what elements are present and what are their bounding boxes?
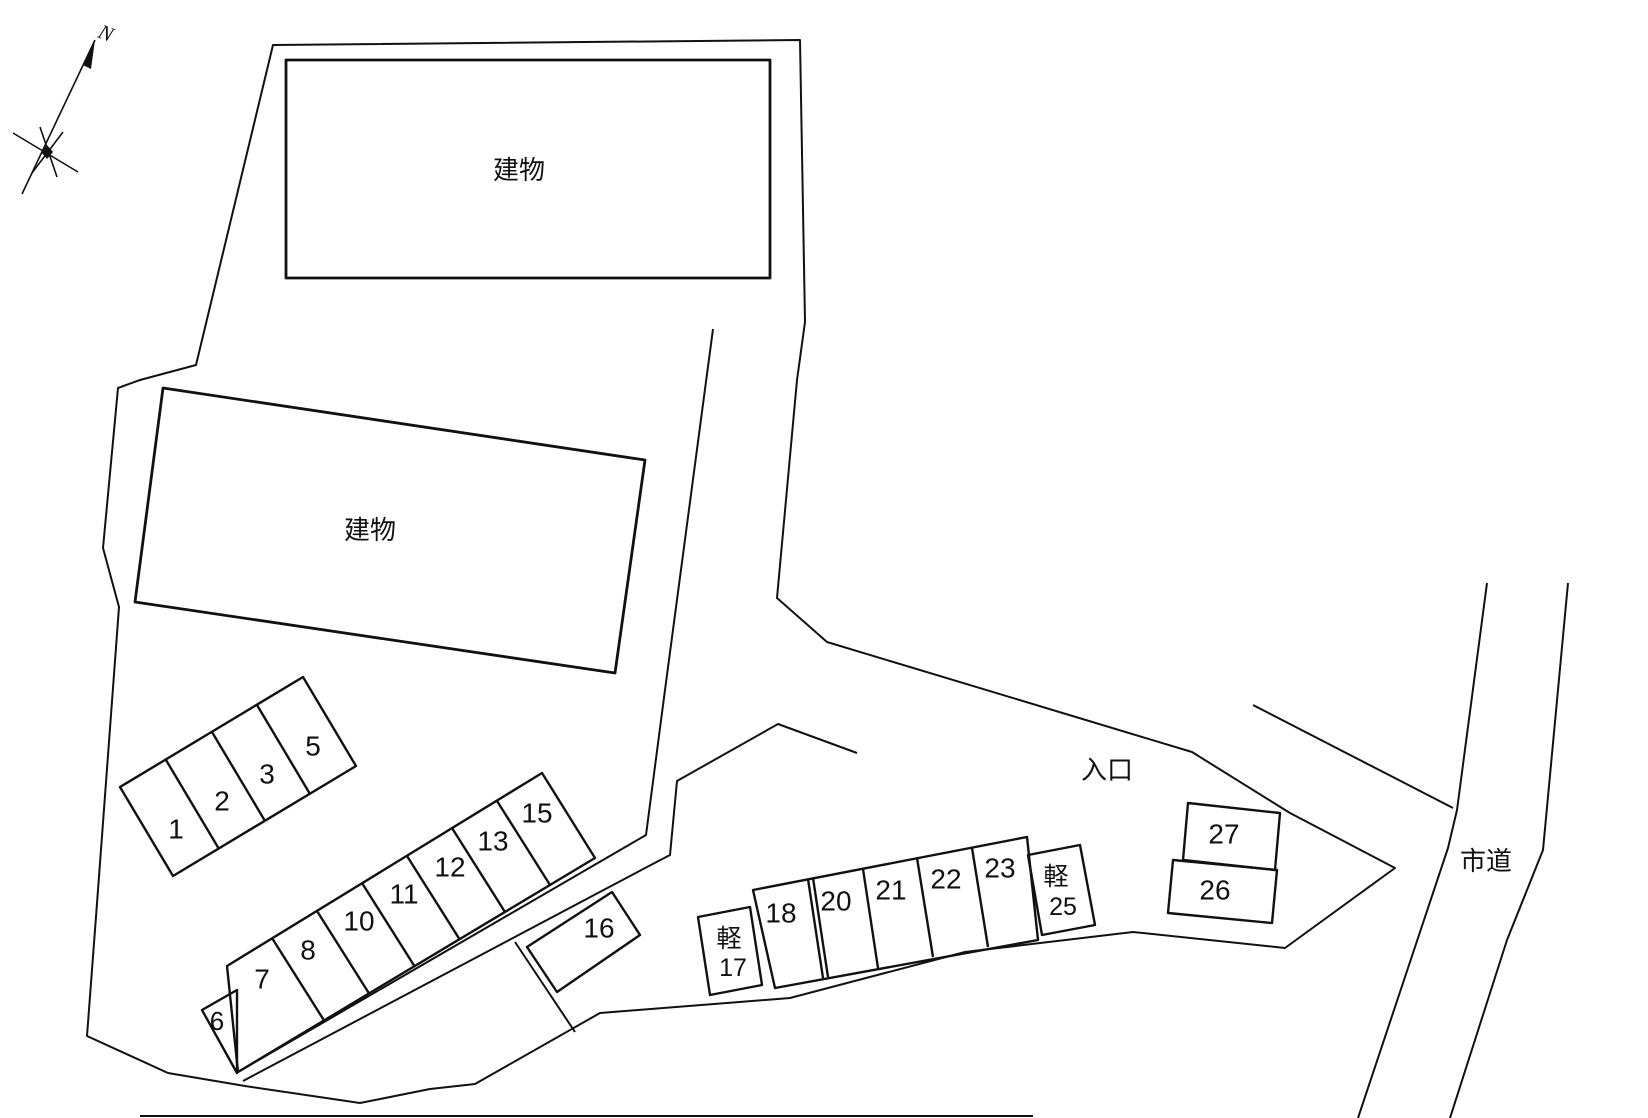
space16-side-line	[514, 941, 576, 1033]
parking-block-1-5-outline	[118, 675, 358, 878]
space-label-20: 20	[820, 886, 851, 917]
parking-row-7-15: 7 8 10 11 12 13 15	[225, 771, 597, 1074]
entrance-north-line	[1252, 704, 1454, 809]
space-label-3: 3	[259, 759, 275, 790]
parking-space-6: 6	[200, 988, 239, 1075]
building-2-outline	[133, 386, 647, 675]
entrance-label: 入口	[1081, 755, 1133, 785]
stall-divider	[861, 868, 880, 969]
stall-divider	[210, 731, 267, 822]
stall-divider	[450, 827, 507, 913]
building-1: 建物	[284, 58, 772, 280]
space-label-12: 12	[434, 852, 465, 883]
space-label-8: 8	[300, 935, 316, 966]
space-label-5: 5	[305, 731, 321, 762]
parking-space-kei25: 軽 25	[1026, 843, 1097, 937]
stall-divider	[315, 910, 372, 996]
north-label: N	[94, 19, 118, 47]
space-label-kei17-prefix: 軽	[716, 925, 741, 953]
compass-needle-axis	[21, 39, 96, 195]
parking-space-kei17: 軽 17	[696, 905, 764, 997]
stall-divider	[405, 855, 462, 941]
space-label-10: 10	[343, 906, 374, 937]
parking-space-26-outline	[1166, 858, 1279, 925]
space-label-7: 7	[254, 964, 270, 995]
parking-block-1-5: 1 2 3 5	[118, 675, 358, 878]
space-label-26: 26	[1199, 875, 1230, 906]
parking-row-7-15-outline	[225, 771, 597, 1074]
stall-divider	[270, 937, 327, 1023]
space-label-15: 15	[521, 798, 552, 829]
inner-boundary-line-west	[237, 328, 714, 1073]
site-boundary	[86, 39, 1396, 1104]
road-edge-right	[1449, 582, 1569, 1118]
building-2-label: 建物	[344, 515, 396, 545]
road-edge-left	[1357, 582, 1488, 1118]
space-label-27: 27	[1208, 819, 1239, 850]
city-road: 市道	[1357, 582, 1569, 1118]
building-1-label: 建物	[493, 155, 545, 185]
parking-space-6-outline	[200, 988, 239, 1075]
stall-divider	[360, 882, 417, 968]
space-label-2: 2	[214, 786, 230, 817]
space-label-16: 16	[583, 913, 614, 944]
stall-divider	[495, 800, 552, 886]
stall-divider	[970, 847, 990, 948]
space-label-13: 13	[477, 826, 508, 857]
stall-divider	[915, 857, 935, 958]
space-label-1: 1	[168, 814, 184, 845]
compass-arrowhead	[83, 40, 95, 69]
space-label-kei25-prefix: 軽	[1043, 863, 1068, 891]
stall-divider	[255, 704, 312, 795]
stall-divider-double	[806, 878, 825, 979]
road-label: 市道	[1460, 846, 1512, 876]
parking-row-18-23-outline	[751, 835, 1040, 990]
space-label-22: 22	[930, 864, 961, 895]
space-label-21: 21	[875, 875, 906, 906]
stall-divider-double	[811, 877, 830, 978]
building-1-outline	[284, 58, 772, 280]
parking-space-26: 26	[1166, 858, 1279, 925]
compass-center-diamond	[41, 145, 53, 159]
building-2: 建物	[133, 386, 647, 675]
space-label-23: 23	[984, 853, 1015, 884]
parking-space-16: 16	[525, 890, 642, 994]
space-label-kei17-number: 17	[719, 954, 747, 982]
stall-divider	[164, 759, 221, 850]
parking-row-18-23: 18 20 21 22 23	[751, 835, 1040, 990]
space-label-6: 6	[210, 1006, 224, 1036]
space-label-18: 18	[765, 898, 796, 929]
parking-space-27: 27	[1181, 801, 1282, 872]
compass-rose: N	[12, 19, 118, 195]
parking-space-kei17-outline	[696, 905, 764, 997]
parking-space-kei25-outline	[1026, 843, 1097, 937]
parking-space-16-outline	[525, 890, 642, 994]
inner-drive-edge-line	[242, 723, 858, 1082]
space-label-kei25-number: 25	[1049, 893, 1077, 921]
space-label-11: 11	[389, 879, 418, 910]
